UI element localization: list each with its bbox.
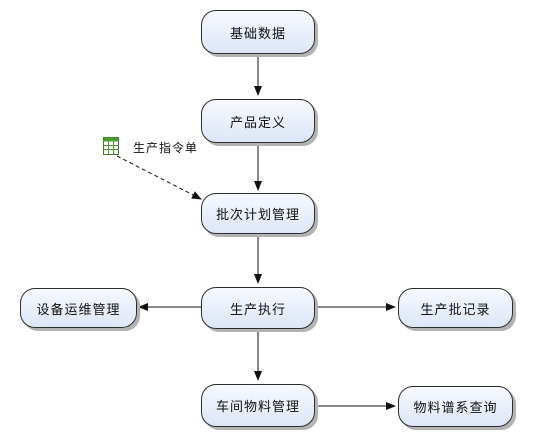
node-basic-data: 基础数据 [201, 10, 315, 54]
node-material-genealogy: 物料谱系查询 [398, 386, 513, 427]
node-production-batch-record: 生产批记录 [398, 288, 513, 328]
node-batch-plan: 批次计划管理 [201, 193, 315, 234]
arrow-document-to-batch [116, 155, 202, 200]
spreadsheet-icon [103, 137, 119, 155]
document-label: 生产指令单 [133, 141, 199, 155]
node-production-execution: 生产执行 [201, 287, 315, 329]
node-equipment-ops: 设备运维管理 [20, 288, 137, 328]
node-product-definition: 产品定义 [201, 99, 315, 143]
node-workshop-materials: 车间物料管理 [201, 384, 315, 427]
